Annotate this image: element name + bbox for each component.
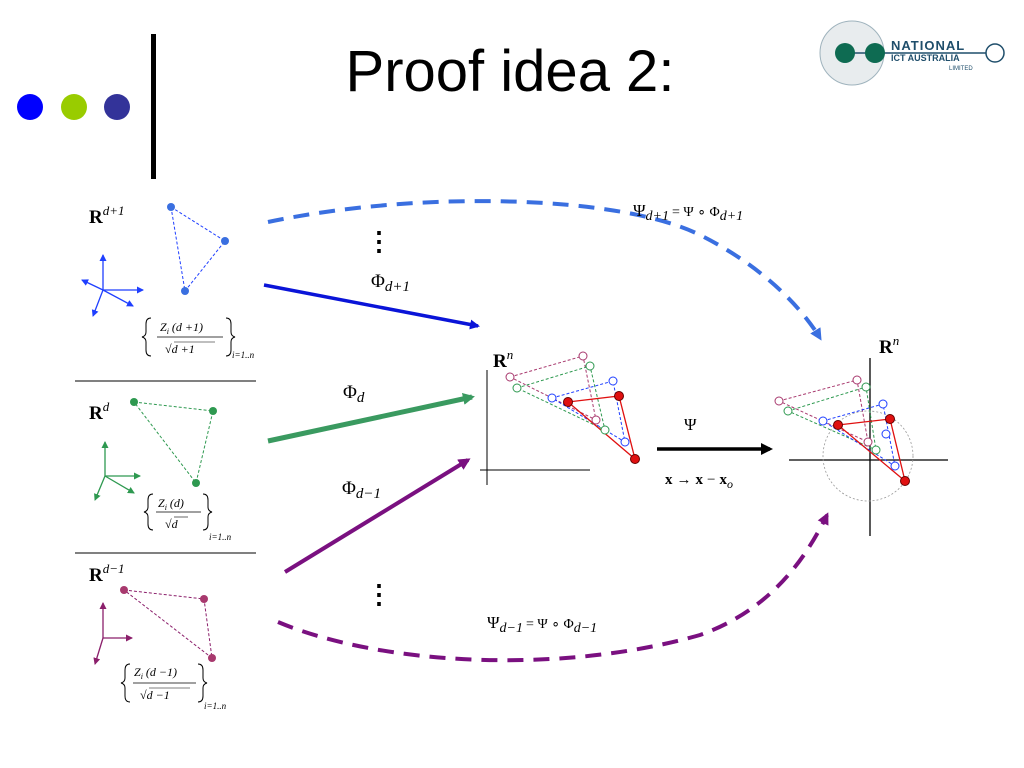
space-label-d-plus-1: Rd+1	[89, 203, 125, 228]
svg-text:i=1..n: i=1..n	[232, 350, 255, 360]
phi-d-plus-1-arrow	[263, 283, 480, 330]
svg-text:i=1..n: i=1..n	[209, 532, 232, 542]
svg-text:Zi(d): Zi(d)	[158, 496, 184, 512]
middle-points	[505, 351, 640, 464]
slide-title: Proof idea 2:	[345, 39, 675, 104]
middle-axes	[480, 370, 590, 485]
bullet-dot-navy	[104, 94, 130, 120]
svg-text:√d +1: √d +1	[165, 342, 195, 356]
triangle-d	[130, 398, 217, 487]
space-label-d-minus-1: Rd−1	[89, 561, 125, 586]
ellipsis-bottom: ⋮	[366, 580, 392, 609]
phi-d-arrow	[267, 393, 475, 444]
formula-d-minus-1: Zi(d −1) √d −1 i=1..n	[120, 663, 227, 711]
middle-projected-triangles	[508, 355, 637, 461]
psi-d-plus-1-label: Ψd+1= Ψ ∘ Φd+1	[633, 201, 743, 224]
logo-line1: NATIONAL	[891, 38, 966, 53]
nicta-logo-icon	[819, 20, 1005, 86]
axes-3d-blue-icon	[81, 254, 144, 317]
space-label-d: Rd	[89, 399, 110, 424]
psi-d-minus-1-curve-arrow	[277, 512, 829, 663]
centered-circle	[822, 410, 914, 502]
psi-d-minus-1-label: Ψd−1= Ψ ∘ Φd−1	[487, 613, 597, 636]
phi-d-minus-1-arrow	[283, 458, 471, 574]
svg-text:i=1..n: i=1..n	[204, 701, 227, 711]
axes-3d-purple-icon	[93, 602, 133, 665]
bullet-dot-green	[61, 94, 87, 120]
logo-line2: ICT AUSTRALIA	[891, 53, 960, 63]
middle-space-label: Rn	[493, 347, 513, 372]
formula-d-plus-1: Zi(d +1) √d +1 i=1..n	[141, 317, 255, 360]
svg-text:√d −1: √d −1	[140, 688, 170, 702]
title-divider	[151, 34, 156, 179]
psi-map-label: x→x−xo	[665, 472, 733, 491]
bullet-dot-blue	[17, 94, 43, 120]
logo-line3: LIMITED	[949, 66, 973, 72]
triangle-d-plus-1	[167, 203, 229, 295]
psi-label: Ψ	[684, 415, 697, 434]
phi-d-minus-1-label: Φd−1	[342, 478, 381, 502]
phi-d-label: Φd	[343, 382, 365, 406]
formula-d: Zi(d) √d i=1..n	[143, 493, 232, 542]
right-points	[774, 375, 910, 486]
svg-text:√d: √d	[165, 517, 179, 531]
triangle-d-minus-1	[120, 586, 216, 662]
phi-d-plus-1-label: Φd+1	[371, 271, 410, 295]
ellipsis-top: ⋮	[366, 227, 392, 256]
axes-3d-green-icon	[94, 441, 141, 501]
svg-text:Zi(d −1): Zi(d −1)	[134, 665, 177, 681]
svg-text:Zi(d +1): Zi(d +1)	[160, 320, 203, 336]
right-space-label: Rn	[879, 333, 899, 358]
